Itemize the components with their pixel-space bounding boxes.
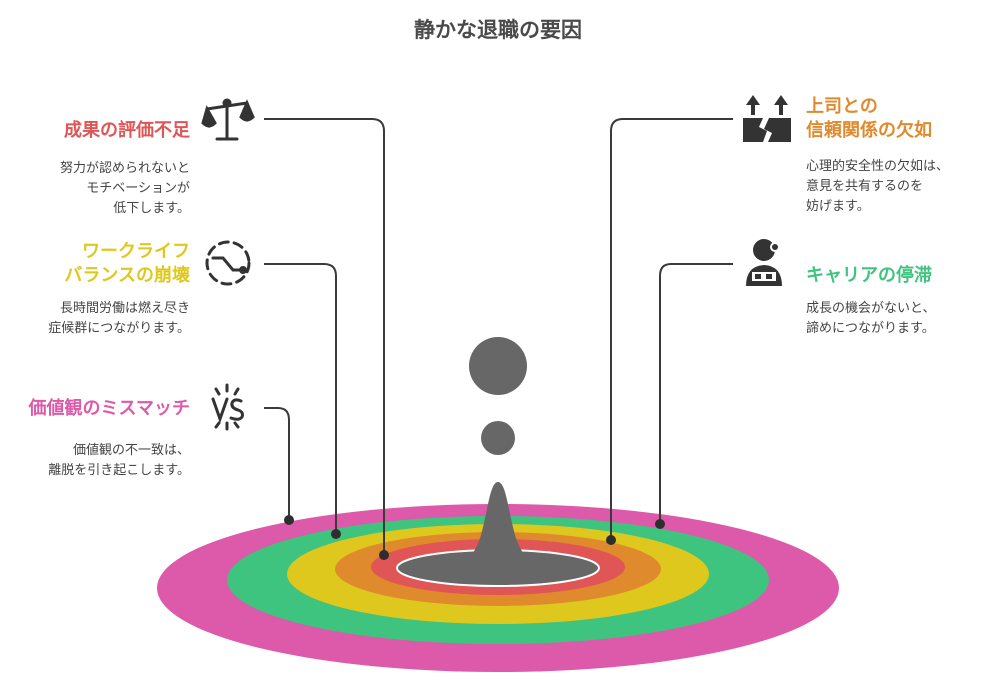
splash-column <box>420 482 576 572</box>
desc-career-line1: 成長の機会がないと、 <box>806 301 936 316</box>
desc-trust-line2: 意見を共有するのを <box>806 179 924 194</box>
label-work-life-line2: バランスの崩壊 <box>64 265 190 286</box>
droplet-small <box>481 421 515 455</box>
desc-trust-line3: 妨げます。 <box>806 199 870 214</box>
desc-career: 成長の機会がないと、 諦めにつながります。 <box>806 299 991 339</box>
label-work-life: ワークライフ バランスの崩壊 <box>0 240 190 288</box>
label-evaluation: 成果の評価不足 <box>0 119 190 143</box>
anchor-career <box>655 519 665 529</box>
stuck-person-icon <box>746 239 782 286</box>
desc-work-life-line2: 症候群につながります。 <box>48 321 190 336</box>
scale-icon <box>201 98 255 141</box>
desc-work-life-line1: 長時間労働は燃え尽き <box>59 301 190 316</box>
broken-trust-icon <box>743 95 791 142</box>
connector-values <box>264 407 290 518</box>
desc-evaluation-line2: モチベーションが <box>86 181 190 196</box>
connector-evaluation <box>264 118 385 553</box>
label-values: 価値観のミスマッチ <box>0 397 190 421</box>
desc-trust-line1: 心理的安全性の欠如は、 <box>806 159 950 174</box>
anchor-work-life <box>331 529 341 539</box>
anchor-values <box>284 515 294 525</box>
anchor-evaluation <box>379 550 389 560</box>
desc-evaluation-line3: 低下します。 <box>113 201 190 216</box>
label-trust-line1: 上司との <box>806 96 878 117</box>
desc-evaluation: 努力が認められないと モチベーションが 低下します。 <box>0 159 190 219</box>
anchor-trust <box>606 535 616 545</box>
label-trust: 上司との 信頼関係の欠如 <box>806 95 991 143</box>
label-trust-line2: 信頼関係の欠如 <box>806 120 932 141</box>
label-evaluation-line1: 成果の評価不足 <box>64 120 190 141</box>
cycle-icon <box>205 240 251 286</box>
label-career-line1: キャリアの停滞 <box>806 265 932 286</box>
desc-trust: 心理的安全性の欠如は、 意見を共有するのを 妨げます。 <box>806 157 991 217</box>
desc-values-line2: 離脱を引き起こします。 <box>48 463 190 478</box>
connector-career <box>659 263 733 522</box>
droplet-large <box>469 337 527 395</box>
diagram-title: 静かな退職の要因 <box>414 18 582 42</box>
connector-trust <box>610 118 733 538</box>
desc-career-line2: 諦めにつながります。 <box>806 321 935 336</box>
desc-values-line1: 価値観の不一致は、 <box>72 443 190 458</box>
vs-icon <box>211 383 244 431</box>
label-values-line1: 価値観のミスマッチ <box>28 398 190 419</box>
desc-evaluation-line1: 努力が認められないと <box>59 161 190 176</box>
desc-values: 価値観の不一致は、 離脱を引き起こします。 <box>0 441 190 481</box>
label-career: キャリアの停滞 <box>806 264 991 288</box>
connector-work-life <box>264 263 337 532</box>
desc-work-life: 長時間労働は燃え尽き 症候群につながります。 <box>0 299 190 339</box>
label-work-life-line1: ワークライフ <box>82 241 190 262</box>
